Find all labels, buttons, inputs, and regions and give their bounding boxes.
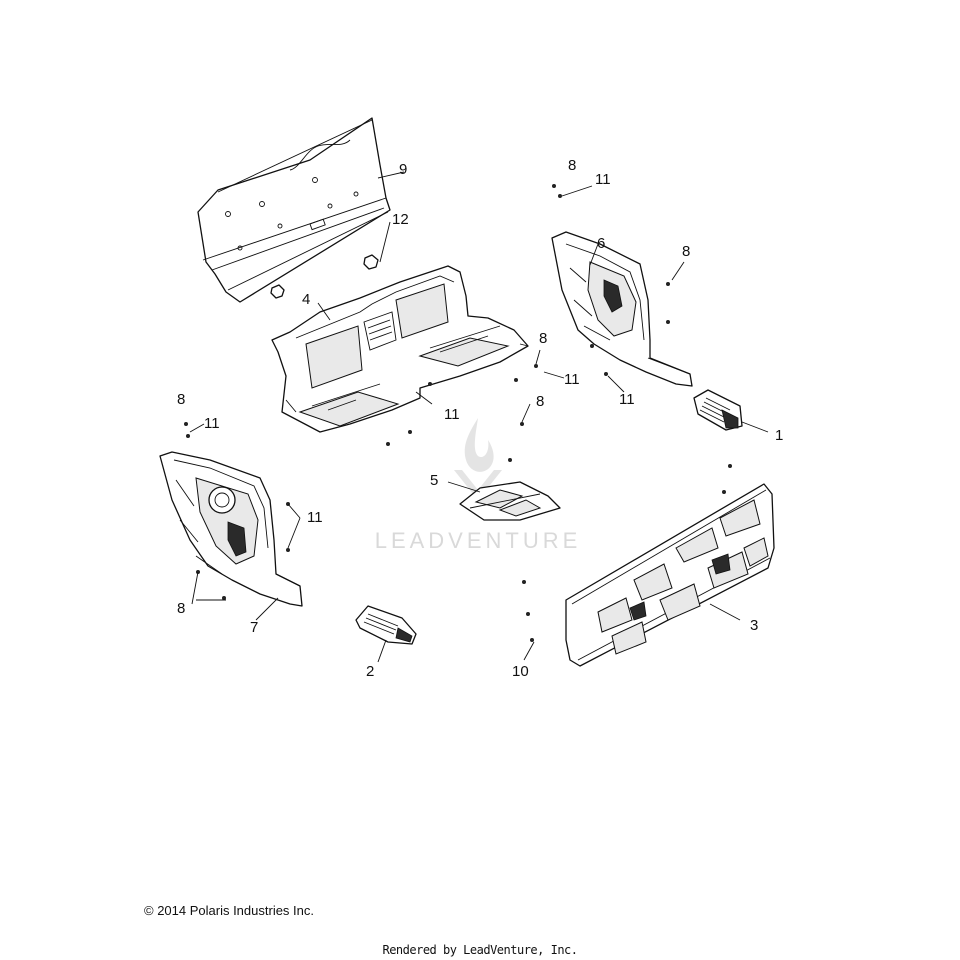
callout-5: 5 [430,472,438,489]
chevron-logo-icon [454,470,502,500]
part-5-center-floor-piece [459,481,561,521]
callout-8-f: 8 [177,600,185,617]
callout-2: 2 [366,663,374,680]
callout-6: 6 [597,235,605,252]
callout-9: 9 [399,161,407,178]
callout-labels: 1 2 3 4 5 6 7 8 8 8 8 8 8 9 10 11 11 11 … [177,157,783,680]
callout-8-d: 8 [536,393,544,410]
part-1-right-foot-rest [693,389,743,431]
part-7-left-side-panel [159,451,303,607]
callout-8-e: 8 [177,391,185,408]
fasteners [184,184,732,642]
rendered-by-credit: Rendered by LeadVenture, Inc. [382,943,578,957]
callout-12: 12 [392,211,409,228]
leader-lines [189,171,769,663]
callout-1: 1 [775,427,783,444]
part-12-nut [270,254,379,299]
leadventure-watermark: LEADVENTURE [375,418,582,553]
callout-4: 4 [302,291,310,308]
callout-11-b: 11 [564,371,580,388]
copyright-notice: © 2014 Polaris Industries Inc. [144,903,314,918]
part-9-back-panel [197,117,391,303]
watermark-text: LEADVENTURE [375,528,582,553]
callout-11-c: 11 [619,391,635,408]
callout-11-d: 11 [444,406,460,423]
callout-7: 7 [250,619,258,636]
part-2-left-foot-rest [355,605,417,645]
flame-logo-icon [464,418,494,472]
callout-8-c: 8 [539,330,547,347]
callout-8-b: 8 [682,243,690,260]
callout-3: 3 [750,617,758,634]
callout-10: 10 [512,663,529,680]
part-3-floor-panel [565,483,775,667]
part-6-right-side-panel [551,231,693,387]
callout-11-e: 11 [204,415,220,432]
part-4-seat-base [271,265,529,433]
callout-8-a: 8 [568,157,576,174]
callout-11-f: 11 [307,509,323,526]
callout-11-a: 11 [595,171,611,188]
